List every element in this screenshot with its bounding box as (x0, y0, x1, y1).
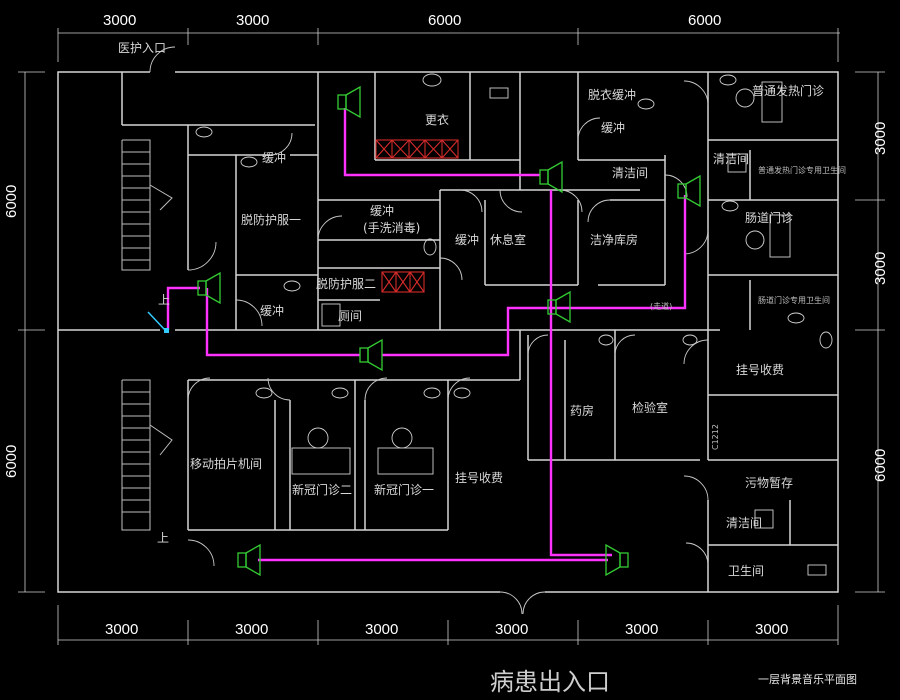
dimension-lines (18, 28, 885, 645)
drawing-title: 一层背景音乐平面图 (758, 672, 857, 686)
label-corridor: (走道) (650, 301, 672, 311)
label-mobile-xray: 移动拍片机间 (190, 456, 262, 471)
label-toilet: 卫生间 (728, 564, 764, 578)
label-intestinal-clinic: 肠道门诊 (745, 210, 793, 225)
dim-left-2: 6000 (3, 445, 20, 478)
speaker-1 (337, 85, 361, 119)
source-terminal (147, 311, 169, 333)
dim-right-3: 6000 (872, 449, 889, 482)
label-registration-2: 挂号收费 (455, 471, 503, 485)
dim-left-1: 6000 (3, 185, 20, 218)
label-lab: 检验室 (632, 400, 668, 415)
speaker-3 (677, 174, 701, 208)
label-patient-entrance: 病患出入口 (490, 668, 610, 696)
label-toilet-small: 厕间 (338, 309, 362, 323)
dim-bottom-4: 3000 (495, 621, 528, 638)
stair-top (121, 139, 173, 271)
label-fever-clinic: 普通发热门诊 (752, 83, 824, 98)
dim-bottom-1: 3000 (105, 621, 138, 638)
label-undress-buffer: 脱衣缓冲 (588, 87, 636, 102)
dim-right-1: 3000 (872, 122, 889, 155)
speaker-8 (605, 543, 629, 577)
label-stair-up-bottom: 上 (157, 531, 169, 545)
label-intestinal-toilet: 肠道门诊专用卫生间 (758, 295, 830, 305)
label-buffer-wash-sub: (手洗消毒) (363, 221, 420, 235)
speaker-6 (359, 338, 383, 372)
label-new-clinic-2: 新冠门诊二 (292, 482, 352, 497)
speaker-7 (237, 543, 261, 577)
dim-bottom-6: 3000 (755, 621, 788, 638)
label-stair-up-top: 上 (158, 293, 170, 307)
dim-top-2: 3000 (236, 12, 269, 29)
label-rest-room: 休息室 (490, 232, 526, 247)
walls (57, 71, 839, 593)
dim-bottom-2: 3000 (235, 621, 268, 638)
dim-bottom-3: 3000 (365, 621, 398, 638)
fixtures (195, 73, 833, 576)
dim-top-1: 3000 (103, 12, 136, 29)
changing-lockers (375, 139, 459, 293)
label-cleaning-1: 清洁间 (612, 166, 648, 180)
label-new-clinic-1: 新冠门诊一 (374, 482, 434, 497)
stair-bottom (121, 379, 173, 531)
label-remove-gown-1: 脱防护服一 (241, 212, 301, 227)
label-clean-storage: 洁净库房 (590, 232, 638, 247)
label-fever-toilet: 普通发热门诊专用卫生间 (758, 165, 846, 175)
label-buffer-b: 缓冲 (262, 150, 286, 165)
label-buffer-a: 缓冲 (601, 120, 625, 135)
label-waste-storage: 污物暂存 (745, 476, 793, 490)
dim-top-4: 6000 (688, 12, 721, 29)
label-cleaning-3: 清洁间 (726, 516, 762, 530)
speaker-5 (547, 290, 571, 324)
dim-right-2: 3000 (872, 252, 889, 285)
label-medical-entrance: 医护入口 (118, 41, 166, 55)
doors (149, 46, 709, 615)
label-window-code: C1212 (711, 424, 720, 450)
label-buffer-c: 缓冲 (455, 232, 479, 247)
label-buffer-wash: 缓冲 (370, 203, 394, 218)
dim-bottom-5: 3000 (625, 621, 658, 638)
label-registration-1: 挂号收费 (736, 363, 784, 377)
dim-top-3: 6000 (428, 12, 461, 29)
label-cleaning-2: 清洁间 (713, 152, 749, 166)
music-wiring (166, 108, 687, 562)
speaker-4 (197, 271, 221, 305)
label-remove-gown-2: 脱防护服二 (316, 276, 376, 291)
label-changing: 更衣 (425, 112, 449, 127)
label-pharmacy: 药房 (570, 403, 594, 418)
speaker-2 (539, 160, 563, 194)
label-buffer-d: 缓冲 (260, 303, 284, 318)
